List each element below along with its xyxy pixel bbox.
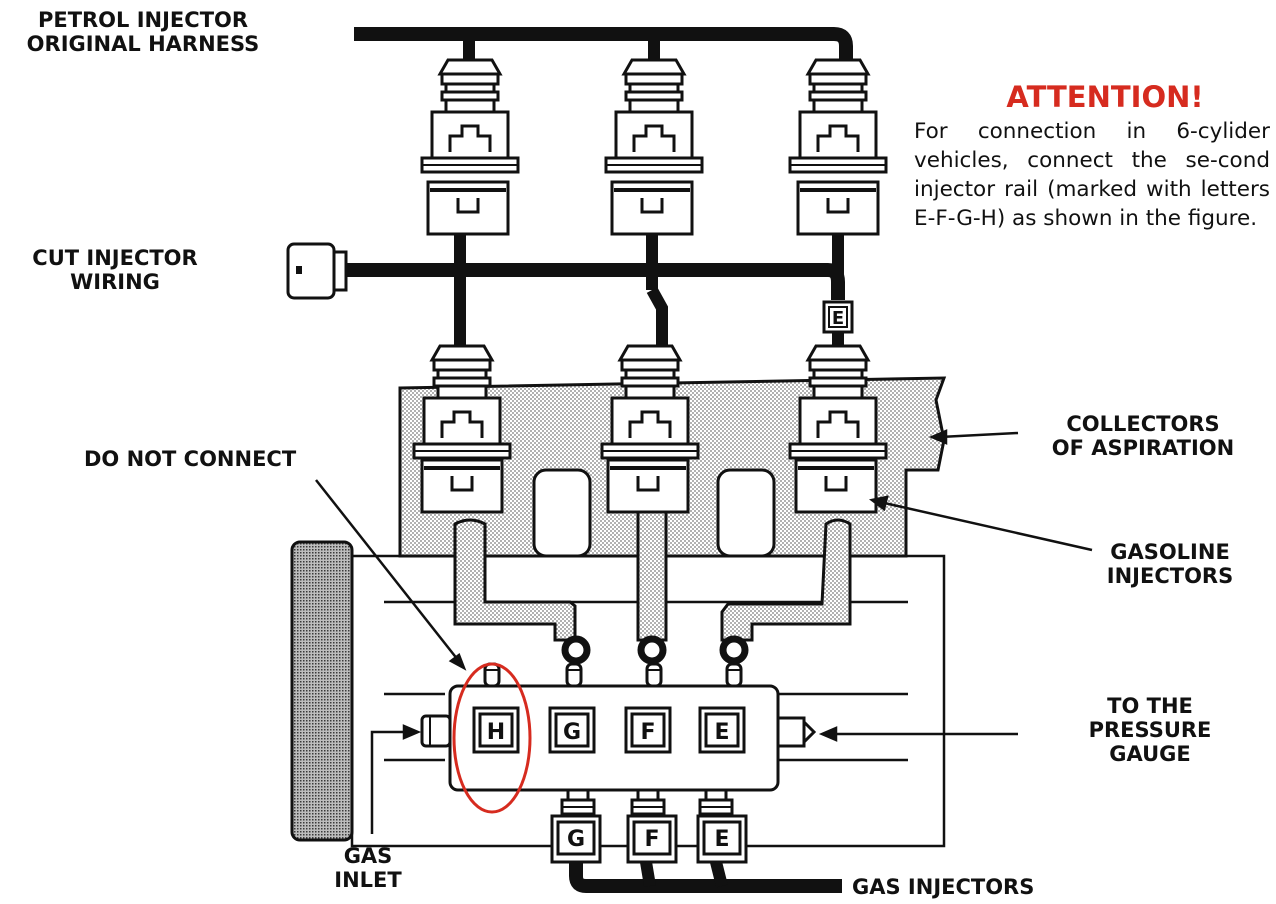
cut-wiring-connector bbox=[286, 242, 348, 300]
pipe-fitting bbox=[637, 635, 667, 665]
harness-connector-3 bbox=[788, 58, 888, 236]
rail-letter-e: E bbox=[714, 720, 729, 745]
rail-nipple bbox=[725, 662, 743, 688]
pulley-cylinder bbox=[290, 540, 354, 842]
gas-injector-letter-e: E bbox=[714, 827, 729, 852]
gasoline-injectors-label: GASOLINE INJECTORS bbox=[1080, 540, 1260, 588]
harness-connector-1 bbox=[420, 58, 520, 236]
gas-inlet-label: GAS INLET bbox=[318, 844, 418, 892]
rail-letter-h: H bbox=[487, 720, 505, 745]
harness-connector-2 bbox=[604, 58, 704, 236]
gas-injector-letter-f: F bbox=[644, 827, 659, 852]
gasoline-injectors-label-line2: INJECTORS bbox=[1106, 564, 1234, 588]
gasoline-injector-1 bbox=[412, 344, 512, 514]
runner-pipe-2 bbox=[636, 506, 668, 642]
pressure-gauge-label-line2: PRESSURE bbox=[1088, 718, 1212, 742]
rail-port-e: E bbox=[698, 706, 746, 754]
wire-marker-e: E bbox=[822, 300, 854, 334]
pipe-fitting bbox=[561, 635, 591, 665]
pressure-gauge-label: TO THE PRESSURE GAUGE bbox=[1050, 694, 1250, 766]
runner-pipe-1 bbox=[453, 518, 577, 642]
rail-port-h: H bbox=[472, 706, 520, 754]
gas-inlet-nozzle bbox=[420, 714, 452, 748]
attention-body: For connection in 6-cylider vehicles, co… bbox=[914, 119, 1270, 231]
rail-letter-g: G bbox=[563, 720, 581, 745]
gas-injector-e: E bbox=[696, 814, 748, 864]
cut-wiring-label: CUT INJECTOR WIRING bbox=[0, 246, 230, 294]
gasoline-injector-2 bbox=[600, 344, 700, 514]
petrol-harness-label-line2: ORIGINAL HARNESS bbox=[26, 32, 260, 56]
rail-port-f: F bbox=[624, 706, 672, 754]
do-not-connect-label: DO NOT CONNECT bbox=[84, 447, 297, 471]
rail-nipple bbox=[645, 662, 663, 688]
collectors-label: COLLECTORS OF ASPIRATION bbox=[1018, 412, 1268, 460]
rail-port-g: G bbox=[548, 706, 596, 754]
gas-injectors-label: GAS INJECTORS bbox=[852, 875, 1035, 899]
petrol-harness-label: PETROL INJECTOR ORIGINAL HARNESS bbox=[8, 8, 278, 56]
pipe-fitting bbox=[719, 635, 749, 665]
petrol-harness-label-line1: PETROL INJECTOR bbox=[37, 8, 249, 32]
gasoline-injector-3 bbox=[788, 344, 888, 514]
gas-injector-g: G bbox=[550, 814, 602, 864]
wire-marker-letter: E bbox=[832, 308, 844, 329]
pressure-gauge-label-line3: GAUGE bbox=[1109, 742, 1191, 766]
pressure-gauge-nozzle bbox=[776, 716, 817, 748]
gas-inlet-label-line2: INLET bbox=[334, 868, 402, 892]
cut-wiring-label-line2: WIRING bbox=[70, 270, 160, 294]
petrol-harness-wire bbox=[354, 27, 853, 60]
gas-injectors-wire bbox=[569, 862, 842, 893]
collectors-label-line2: OF ASPIRATION bbox=[1051, 436, 1235, 460]
annotation-arrows bbox=[315, 429, 1093, 834]
attention-title: ATTENTION! bbox=[1006, 80, 1204, 114]
gas-injector-letter-g: G bbox=[567, 827, 585, 852]
do-not-connect-highlight bbox=[452, 662, 532, 814]
pressure-gauge-label-line1: TO THE bbox=[1107, 694, 1193, 718]
rail-letter-f: F bbox=[640, 720, 655, 745]
rail-nipple bbox=[565, 662, 583, 688]
gas-inlet-label-line1: GAS bbox=[343, 844, 393, 868]
runner-pipe-3 bbox=[720, 518, 852, 642]
gasoline-injectors-label-line1: GASOLINE bbox=[1110, 540, 1230, 564]
gas-injector-f: F bbox=[626, 814, 678, 864]
collectors-label-line1: COLLECTORS bbox=[1066, 412, 1220, 436]
rail-nipple bbox=[483, 662, 501, 688]
cut-injector-wire bbox=[346, 263, 845, 300]
cut-wiring-label-line1: CUT INJECTOR bbox=[32, 246, 198, 270]
